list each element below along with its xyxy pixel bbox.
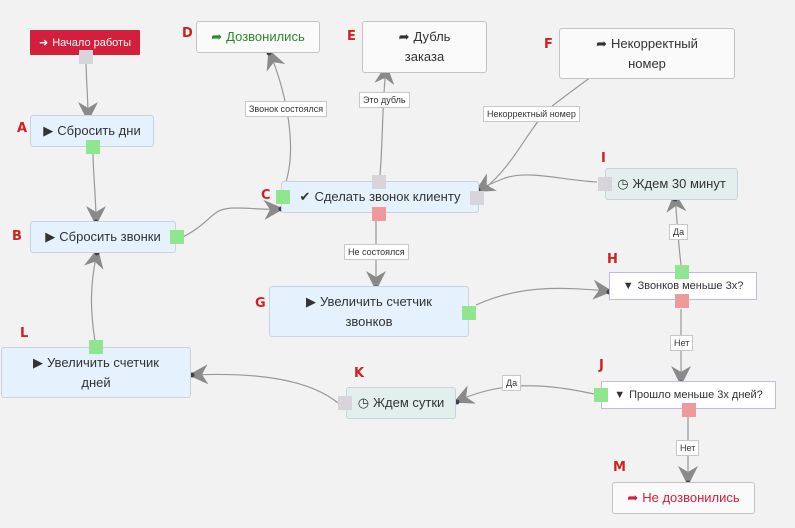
edge-label-c-e: Это дубль (359, 92, 410, 108)
port-j-out-yes[interactable] (594, 388, 608, 402)
filter-icon: ▼ (614, 389, 626, 401)
sign-out-icon: ➦ (596, 35, 607, 51)
port-k-out[interactable] (338, 396, 352, 410)
node-letter-l: L (20, 326, 29, 341)
edge-c-f[interactable] (482, 57, 619, 191)
node-letter-g: G (255, 296, 266, 311)
play-icon: ▶ (45, 229, 56, 244)
port-h-out-yes[interactable] (675, 265, 689, 279)
edge-c-d[interactable] (266, 49, 292, 191)
port-c-out-invalid[interactable] (470, 191, 484, 205)
edge-j-k[interactable] (453, 385, 595, 404)
port-l-out[interactable] (89, 340, 103, 354)
node-l-label: Увеличить счетчик дней (47, 354, 159, 390)
node-letter-c: C (261, 188, 271, 203)
port-h-out-no[interactable] (675, 294, 689, 308)
edge-label-c-g: Не состоялся (344, 244, 409, 260)
node-d[interactable]: ➦ Дозвонились (196, 21, 320, 53)
node-k[interactable]: ◷ Ждем сутки (346, 387, 456, 419)
port-c-out-success[interactable] (276, 190, 290, 204)
edge-label-c-f: Некорректный номер (483, 106, 580, 122)
clock-icon: ◷ (617, 176, 629, 191)
node-letter-a: A (17, 121, 28, 136)
port-a-out[interactable] (86, 140, 100, 154)
clock-icon: ◷ (357, 395, 370, 410)
node-letter-e: E (347, 29, 356, 44)
node-k-label: Ждем сутки (373, 395, 445, 410)
node-g-label: Увеличить счетчик звонков (320, 293, 432, 329)
sign-out-icon: ➦ (627, 490, 639, 505)
port-i-out[interactable] (598, 177, 612, 191)
node-letter-k: K (354, 366, 365, 381)
edge-a-b[interactable] (85, 150, 106, 226)
node-letter-j: J (599, 358, 604, 373)
node-letter-m: M (613, 460, 626, 475)
node-f-label: Некорректный номер (610, 35, 698, 71)
sign-out-icon: ➦ (211, 29, 223, 44)
edge-label-h-i: Да (669, 224, 689, 240)
node-a-label: Сбросить дни (57, 123, 141, 138)
edge-c-e[interactable] (374, 64, 395, 176)
node-letter-h: H (607, 252, 618, 267)
sign-out-icon: ➦ (398, 29, 410, 44)
node-c-label: Сделать звонок клиенту (314, 189, 461, 204)
edge-label-j-k: Да (502, 375, 522, 391)
node-letter-d: D (182, 26, 193, 41)
node-letter-b: B (12, 229, 22, 244)
port-start-out[interactable] (79, 50, 93, 64)
node-letter-i: I (601, 151, 606, 166)
port-j-out-no[interactable] (682, 403, 696, 417)
node-g[interactable]: ▶Увеличить счетчик звонков (269, 286, 469, 337)
edge-g-h[interactable] (475, 279, 613, 306)
edge-start-a[interactable] (77, 56, 98, 122)
filter-icon: ▼ (622, 280, 634, 292)
node-i[interactable]: ◷ Ждем 30 минут (605, 168, 738, 200)
node-j[interactable]: ▼ Прошло меньше 3х дней? (601, 381, 776, 409)
edge-label-h-j: Нет (670, 335, 694, 351)
port-c-out-fail[interactable] (372, 207, 386, 221)
node-b[interactable]: ▶ Сбросить звонки (30, 221, 176, 253)
edge-b-c[interactable] (182, 199, 284, 238)
play-icon: ▶ (43, 123, 54, 138)
node-d-label: Дозвонились (226, 29, 305, 44)
check-icon: ✔ (299, 189, 311, 204)
port-b-out[interactable] (170, 230, 184, 244)
edge-k-l[interactable] (188, 364, 339, 404)
node-m-label: Не дозвонились (642, 490, 740, 505)
node-m[interactable]: ➦ Не дозвонились (612, 482, 755, 514)
node-start-label: Начало работы (52, 36, 131, 49)
port-g-out[interactable] (462, 306, 476, 320)
edge-i-c[interactable] (474, 173, 598, 192)
port-c-out-duplicate[interactable] (372, 175, 386, 189)
play-icon: ▶ (306, 293, 317, 309)
sign-in-icon: ➜ (39, 36, 49, 49)
play-icon: ▶ (33, 354, 44, 370)
node-f[interactable]: ➦Некорректный номер (559, 28, 735, 79)
edge-label-j-m: Нет (676, 440, 700, 456)
node-l[interactable]: ▶Увеличить счетчик дней (1, 347, 191, 398)
node-e-label: Дубль заказа (404, 29, 451, 64)
edge-label-c-d: Звонок состоялся (245, 101, 328, 117)
node-h-label: Звонков меньше 3х? (637, 280, 744, 292)
node-e[interactable]: ➦Дубль заказа (362, 21, 487, 73)
node-i-label: Ждем 30 минут (632, 176, 726, 191)
node-b-label: Сбросить звонки (59, 229, 161, 244)
node-j-label: Прошло меньше 3х дней? (629, 389, 763, 401)
node-letter-f: F (544, 37, 553, 52)
edge-l-b[interactable] (83, 248, 104, 342)
